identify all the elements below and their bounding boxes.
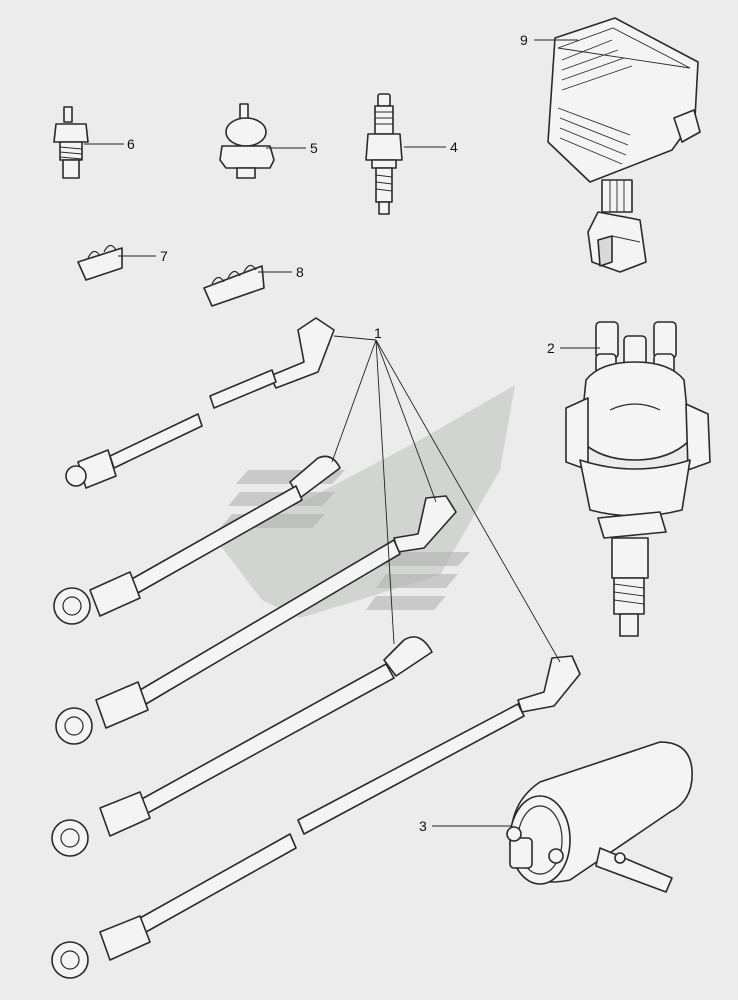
spark-plug [365, 93, 403, 215]
distributor [565, 321, 711, 637]
callout-3: 3 [419, 818, 427, 834]
callout-1: 1 [374, 325, 382, 341]
cable-clip-large [203, 264, 265, 307]
callout-2: 2 [547, 340, 555, 356]
pressure-switch [219, 103, 275, 179]
watermark-logo [220, 385, 515, 618]
temperature-sensor [53, 106, 89, 179]
callout-5: 5 [310, 140, 318, 156]
callout-labels: 9 2 3 4 5 6 7 8 1 [127, 32, 555, 834]
cable-clip-small [77, 244, 123, 281]
leader-lines [84, 39, 600, 827]
callout-6: 6 [127, 136, 135, 152]
ignition-wire-set [51, 317, 581, 979]
callout-9: 9 [520, 32, 528, 48]
ignition-coil [506, 741, 693, 893]
callout-4: 4 [450, 139, 458, 155]
ecu-module [547, 17, 701, 273]
callout-8: 8 [296, 264, 304, 280]
callout-7: 7 [160, 248, 168, 264]
